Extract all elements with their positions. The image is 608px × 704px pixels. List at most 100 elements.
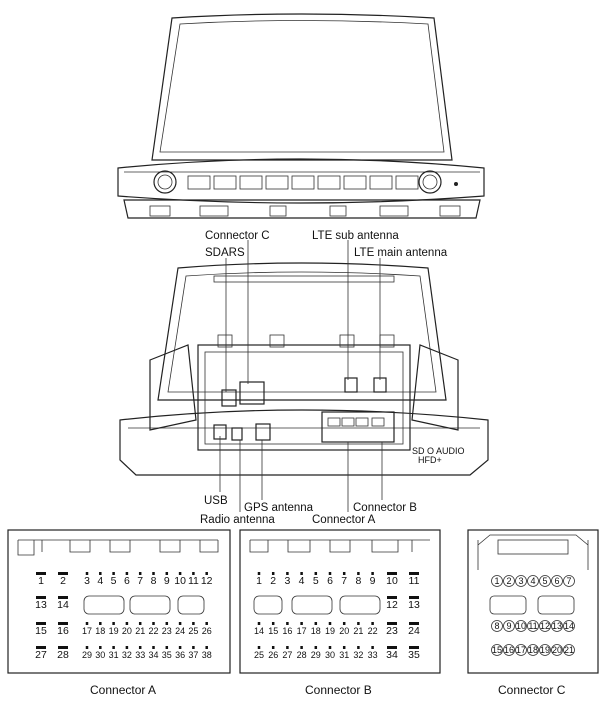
pin-mark-b [314,572,318,575]
pin-b-14: 14 [254,626,264,636]
pin-b-11: 11 [409,575,420,587]
pin-a-14: 14 [57,599,69,611]
pin-c-4: 4 [530,576,535,586]
pin-c-2: 2 [506,576,511,586]
pin-a-23: 23 [162,626,172,636]
connector-c-caption: Connector C [498,683,566,697]
pin-b-8: 8 [355,575,361,587]
pin-a-17: 17 [82,626,92,636]
callout-gps-antenna: GPS antenna [244,502,314,514]
pin-mark-a [192,572,195,575]
pin-b-30: 30 [325,650,335,660]
pin-b-6: 6 [327,575,333,587]
pin-mark-a [36,622,46,625]
pin-a-2: 2 [60,575,66,587]
pin-mark-a [58,572,68,575]
pin-b-3: 3 [284,575,290,587]
pin-mark-b [286,622,289,625]
pin-mark-a [36,596,46,599]
head-unit-rear-view: SD O AUDIO HFD+ [119,262,489,476]
pin-c-16: 16 [504,645,514,655]
pin-c-8: 8 [494,621,499,631]
pin-c-9-ring [503,620,515,632]
pin-a-7: 7 [137,575,143,587]
pin-a-13: 13 [35,599,47,611]
pin-b-33: 33 [368,650,378,660]
pin-c-8-ring [491,620,503,632]
pin-mark-b [314,622,318,625]
pin-b-12: 12 [386,599,398,611]
pin-mark-a [205,622,208,625]
pin-mark-a [178,572,182,575]
pin-b-28: 28 [297,650,307,660]
pin-a-31: 31 [109,650,119,660]
pin-c-20-ring [551,644,563,656]
pin-mark-b [409,622,419,625]
pin-b-9: 9 [370,575,376,587]
pin-c-2-ring [503,575,515,587]
pin-c-7-ring [563,575,575,587]
pin-mark-b [409,596,419,599]
pin-b-1: 1 [256,575,262,587]
pin-mark-b [286,646,289,649]
pin-b-17: 17 [297,626,307,636]
head-unit-front-view [117,13,485,219]
pin-c-11: 11 [528,621,537,631]
pin-b-23: 23 [386,625,398,637]
pin-mark-a [165,622,169,625]
pin-b-4: 4 [299,575,305,587]
pin-b-20: 20 [339,626,349,636]
pin-a-16: 16 [57,625,69,637]
pin-a-22: 22 [148,626,158,636]
pin-mark-b [257,646,261,649]
pin-mark-b [371,622,374,625]
pin-mark-a [138,646,142,649]
pin-mark-b [328,572,332,575]
pin-b-32: 32 [353,650,363,660]
pin-c-9: 9 [506,621,511,631]
pin-a-33: 33 [135,650,145,660]
pin-c-21-ring [563,644,575,656]
pin-mark-a [112,622,115,625]
pin-mark-a [125,646,129,649]
pin-b-29: 29 [311,650,321,660]
unit-label-line2: HFD+ [418,455,442,465]
pin-a-26: 26 [202,626,212,636]
pin-mark-a [99,572,102,575]
pin-mark-a [112,572,115,575]
pin-c-17-ring [515,644,527,656]
pin-c-13: 13 [552,621,562,631]
pin-mark-b [300,572,303,575]
pin-a-1: 1 [38,575,44,587]
connector-a [7,529,231,674]
pin-a-36: 36 [175,650,185,660]
pin-a-4: 4 [97,575,103,587]
pin-b-16: 16 [282,626,292,636]
pin-mark-a [85,646,89,649]
pin-c-17: 17 [516,645,526,655]
pin-a-3: 3 [84,575,90,587]
callout-lte-main-antenna: LTE main antenna [354,247,448,259]
pin-c-3: 3 [518,576,523,586]
pin-c-6-ring [551,575,563,587]
callout-connector-a: Connector A [312,514,376,526]
pin-a-20: 20 [122,626,132,636]
pin-mark-a [165,572,169,575]
pin-b-15: 15 [268,626,278,636]
callout-radio-antenna: Radio antenna [200,514,275,526]
pin-c-4-ring [527,575,539,587]
pin-b-35: 35 [408,649,420,661]
pin-mark-a [36,572,46,575]
connector-b-caption: Connector B [305,683,372,697]
pin-mark-b [387,596,397,599]
pin-mark-a [165,646,169,649]
pin-b-2: 2 [270,575,276,587]
pin-c-18: 18 [528,645,538,655]
pin-c-15-ring [491,644,503,656]
pin-mark-a [58,646,68,649]
pin-mark-b [387,572,397,575]
pin-mark-b [342,622,346,625]
pin-c-19: 19 [540,645,550,655]
pin-mark-b [300,646,303,649]
